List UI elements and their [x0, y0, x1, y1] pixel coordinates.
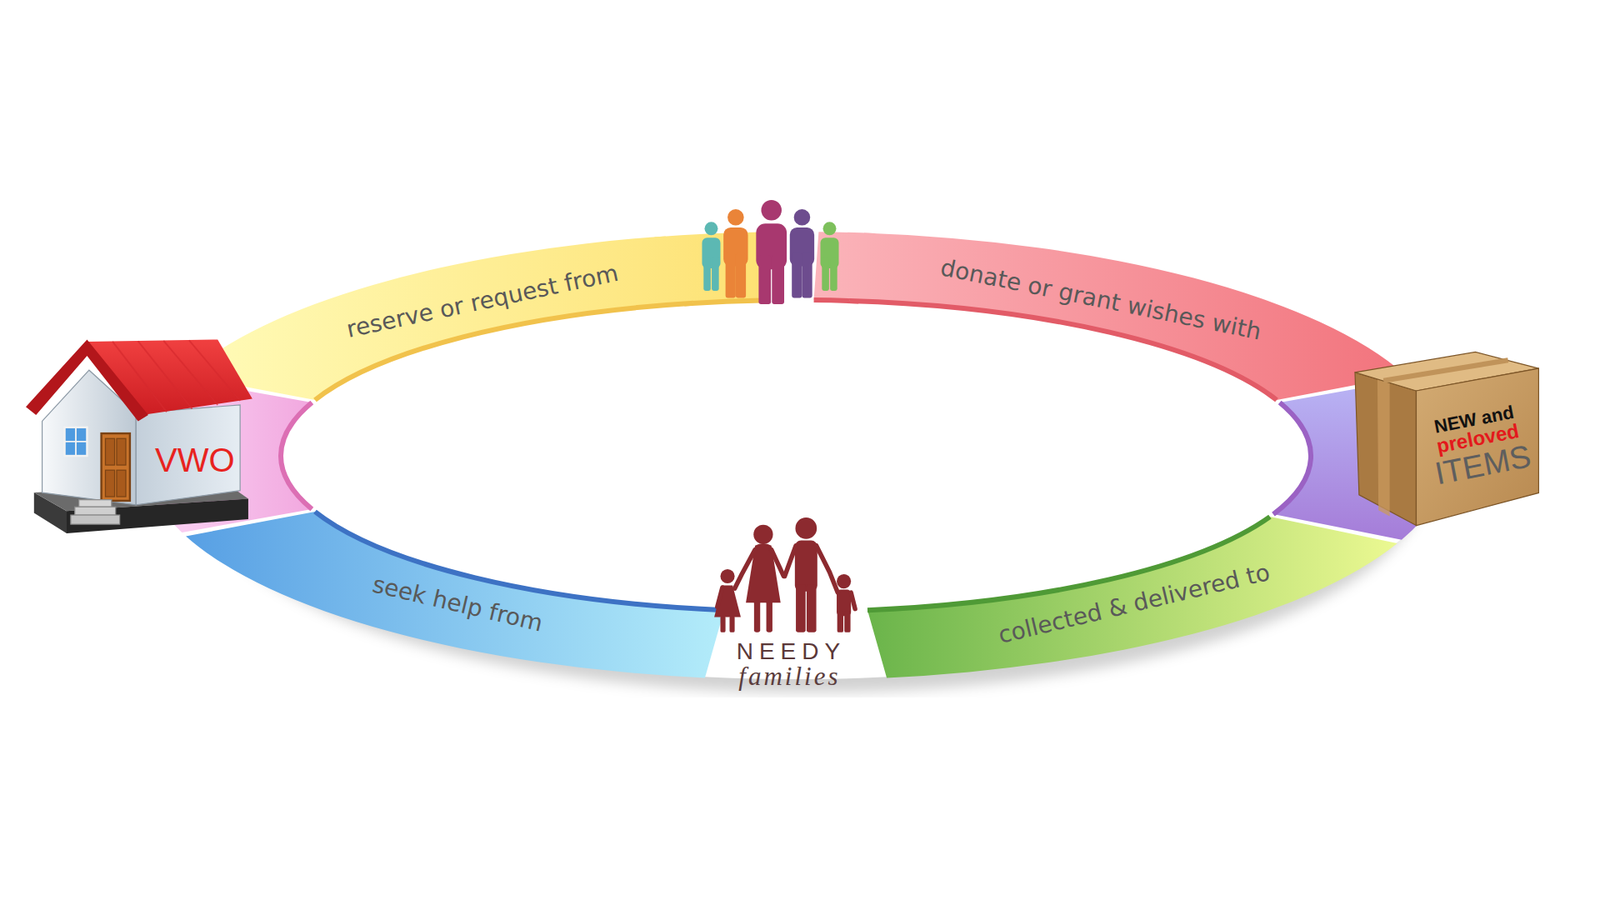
vwo-house-drawing-part	[66, 499, 249, 535]
donor-figure-part	[794, 209, 811, 226]
donor-figure-part	[711, 257, 720, 291]
donor-figure-part	[821, 257, 830, 291]
needy-family-drawing-part-part	[795, 517, 817, 540]
vwo-house-drawing-part	[135, 405, 240, 505]
vwo-house-drawing-part	[100, 433, 130, 501]
segment-fill	[185, 511, 725, 678]
needy-family-drawing-part-part	[771, 550, 785, 577]
donors-icon	[701, 200, 839, 305]
needy-family-drawing-part-part	[844, 610, 850, 633]
donor-figure-part	[703, 257, 711, 291]
needy-family-drawing-part-part	[717, 587, 723, 607]
needy-family-drawing-part-part	[735, 550, 755, 590]
items-box-drawing-part	[1416, 368, 1540, 526]
needy-family-drawing-part-part	[720, 616, 725, 634]
needy-family-text-group: NEEDYfamilies	[730, 640, 846, 690]
donor-figure	[820, 221, 839, 291]
vwo-house-drawing-part	[105, 439, 115, 466]
ring-rim	[280, 402, 312, 510]
needy-family: NEEDYfamilies	[709, 515, 868, 695]
needy-family-drawing-part-part	[816, 545, 839, 593]
needy-family-drawing-part-part	[754, 600, 760, 633]
needy-family-drawing-part	[714, 517, 851, 633]
vwo-house-drawing-part	[78, 500, 111, 508]
needy-family-drawing-part	[717, 545, 855, 610]
segment-fill	[850, 233, 1406, 401]
ring-rim	[1273, 402, 1311, 515]
needy-family-drawing-part-part	[714, 585, 741, 618]
vwo-house-drawing-part	[70, 515, 120, 525]
donor-figure	[755, 200, 787, 305]
needy-family-drawing-part-part	[766, 600, 773, 633]
vwo-house-drawing-part	[116, 439, 126, 466]
ring-segment: collected & delivered to	[862, 511, 1403, 684]
vwo-house-drawing-part	[25, 340, 149, 422]
vwo-house-text-group: VWO	[155, 443, 235, 478]
ring-rim	[684, 300, 770, 304]
ring-segment: seek help from	[180, 506, 730, 684]
donor-figure-part	[705, 221, 719, 235]
needy-family-drawing-part-part	[836, 574, 851, 589]
donor-figure	[701, 221, 720, 291]
vwo-house-drawing-part	[64, 427, 87, 456]
needy-family-drawing-part-part	[795, 540, 818, 592]
donor-figure-part	[760, 200, 781, 220]
needy-family-label: NEEDY	[730, 640, 846, 665]
segment-fill	[185, 235, 694, 400]
vwo-house-drawing-part	[116, 470, 126, 497]
needy-family-drawing-part-part	[785, 545, 796, 577]
needy-family-drawing-part-part	[730, 616, 735, 634]
donor-figure-part	[725, 253, 736, 299]
vwo-house-label: VWO	[155, 443, 235, 478]
segment-fill	[867, 516, 1398, 678]
needy-family-drawing-part-part	[806, 585, 817, 634]
donor-figure-part	[771, 255, 785, 305]
donor-figure	[723, 209, 748, 299]
donor-figure-part	[823, 221, 837, 235]
vwo-house-drawing-part	[105, 470, 115, 497]
needy-family-drawing-part-part	[753, 525, 773, 545]
needy-family-drawing-part-part	[795, 585, 806, 634]
items-box-drawing-part	[1355, 372, 1416, 526]
ring-segment: reserve or request from	[180, 230, 699, 405]
donor-figure-part	[791, 253, 802, 299]
vwo-house-drawing	[25, 337, 253, 536]
vwo-house-drawing-part	[74, 507, 115, 516]
donor-figure-part	[758, 255, 771, 305]
donor-figure-part	[801, 253, 812, 299]
donor-figure-part	[735, 253, 746, 299]
needy-family-drawing-part-part	[837, 610, 844, 633]
donor-figure-part	[830, 257, 838, 291]
needy-family-label: families	[735, 663, 840, 690]
ring-segment: donate or grant wishes with	[844, 227, 1411, 405]
items-box: NEW andprelovedITEMS	[1355, 350, 1541, 530]
items-box-drawing-part	[1377, 378, 1390, 516]
needy-family-drawing-part-part	[720, 569, 735, 584]
needy-family-drawing-part-part	[850, 592, 855, 610]
vwo-house: VWO	[25, 337, 253, 536]
vwo-house-drawing-part	[64, 427, 87, 456]
donor-figure	[790, 209, 815, 299]
donor-figure-part	[727, 209, 745, 226]
